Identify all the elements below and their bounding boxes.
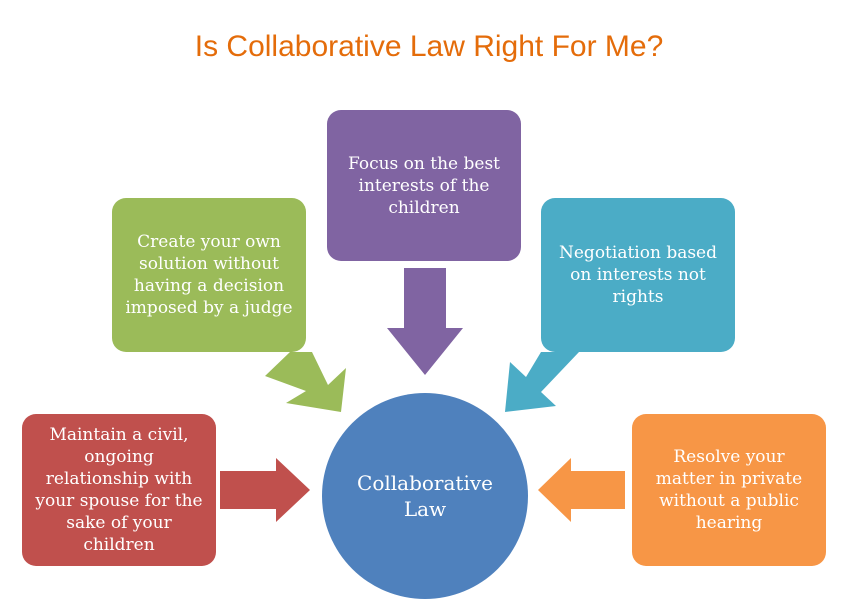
box-own-solution-text: Create your own solution without having … bbox=[125, 232, 293, 318]
box-negotiation-text: Negotiation based on interests not right… bbox=[559, 243, 717, 307]
center-circle: Collaborative Law bbox=[322, 393, 528, 599]
box-negotiation: Negotiation based on interests not right… bbox=[541, 198, 735, 352]
center-label: Collaborative Law bbox=[357, 471, 493, 521]
box-best-interests: Focus on the best interests of the child… bbox=[327, 110, 521, 261]
box-best-interests-text: Focus on the best interests of the child… bbox=[347, 153, 501, 218]
box-civil-relationship-text: Maintain a civil, ongoing relationship w… bbox=[35, 425, 203, 555]
box-private-resolution-text: Resolve your matter in private without a… bbox=[655, 447, 803, 533]
arrow-lower-right-to-center bbox=[538, 458, 625, 522]
arrow-upper-left-to-center bbox=[265, 352, 346, 412]
arrow-lower-left-to-center bbox=[220, 458, 310, 522]
arrow-top-to-center bbox=[387, 268, 463, 375]
box-private-resolution: Resolve your matter in private without a… bbox=[632, 414, 826, 566]
box-civil-relationship: Maintain a civil, ongoing relationship w… bbox=[22, 414, 216, 566]
arrow-upper-right-to-center bbox=[505, 352, 579, 412]
box-own-solution: Create your own solution without having … bbox=[112, 198, 306, 352]
diagram-title: Is Collaborative Law Right For Me? bbox=[194, 30, 664, 63]
